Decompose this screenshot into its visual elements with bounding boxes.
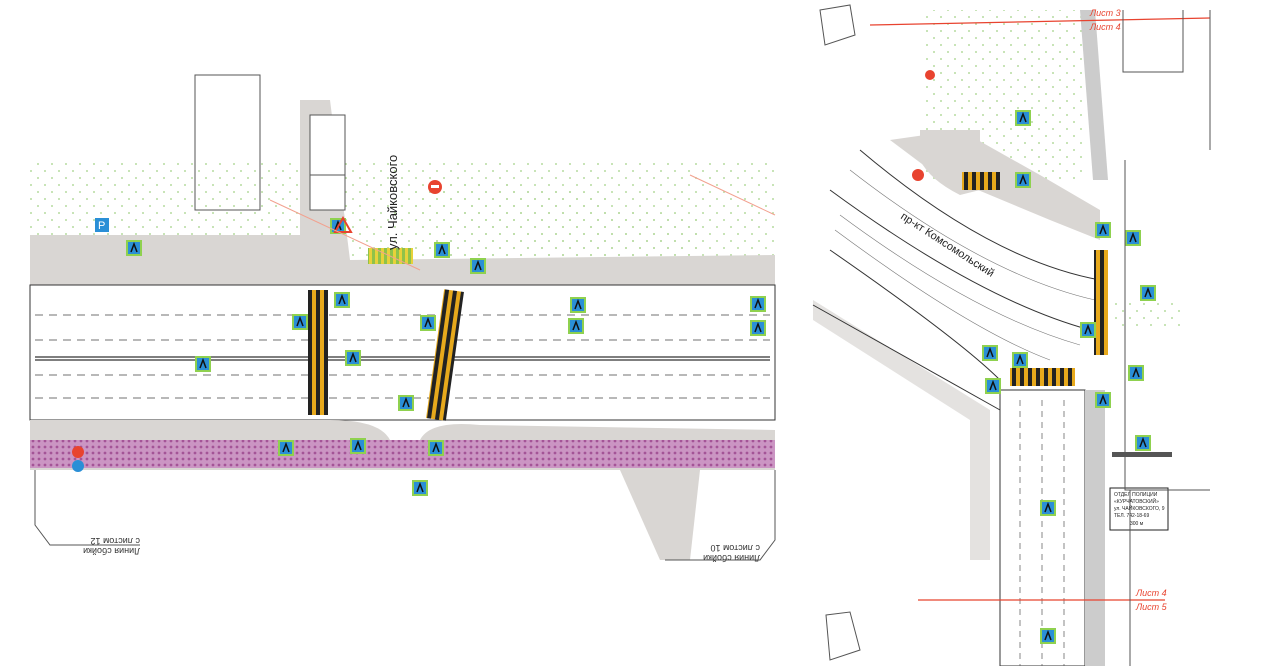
sidewalk-top bbox=[30, 100, 775, 290]
building bbox=[309, 114, 346, 211]
crosswalk-1 bbox=[308, 290, 328, 415]
crosswalk-5 bbox=[1094, 250, 1108, 355]
svg-text:Лист 5: Лист 5 bbox=[1135, 602, 1168, 612]
svg-text:Лист 4: Лист 4 bbox=[1089, 22, 1121, 32]
svg-text:P: P bbox=[98, 220, 105, 232]
svg-text:с листом 12: с листом 12 bbox=[90, 536, 140, 546]
svg-text:300 м: 300 м bbox=[1130, 521, 1144, 527]
svg-text:с листом 10: с листом 10 bbox=[710, 543, 760, 553]
svg-text:ул. ЧАЙКОВСКОГО, 9: ул. ЧАЙКОВСКОГО, 9 bbox=[1114, 504, 1165, 512]
sheet-boundary-top bbox=[869, 17, 1211, 26]
building-outline bbox=[194, 74, 261, 211]
crosswalk-3 bbox=[962, 172, 1000, 190]
left-sheet: P ул. Чайковского Линия сбойки с листом … bbox=[29, 70, 776, 565]
svg-text:Лист 4: Лист 4 bbox=[1135, 588, 1167, 598]
street-name-label: ул. Чайковского bbox=[385, 155, 400, 250]
parking-sign-icon bbox=[95, 218, 109, 232]
svg-text:ТЕЛ. 742-18-69: ТЕЛ. 742-18-69 bbox=[1114, 513, 1149, 519]
right-sheet: Лист 3 Лист 4 Лист 4 Лист 5 пр-кт Комсом… bbox=[812, 4, 1211, 666]
avenue-name-label: пр-кт Комсомольский bbox=[898, 210, 996, 279]
crosswalk-2 bbox=[426, 289, 464, 421]
paved-walkway bbox=[30, 440, 775, 468]
svg-text:Лист 3: Лист 3 bbox=[1089, 8, 1121, 18]
svg-text:ОТДЕЛ ПОЛИЦИИ: ОТДЕЛ ПОЛИЦИИ bbox=[1114, 492, 1158, 498]
crosswalk-4 bbox=[1010, 368, 1075, 386]
join-line-right-label: Линия сбойки с листом 10 bbox=[703, 543, 760, 563]
police-direction-sign: ОТДЕЛ ПОЛИЦИИ «КУРЧАТОВСКИЙ» ул. ЧАЙКОВС… bbox=[1109, 487, 1169, 531]
main-road bbox=[29, 284, 776, 421]
join-line-left-label: Линия сбойки с листом 12 bbox=[83, 536, 140, 556]
warning-triangle-icon bbox=[333, 215, 353, 233]
svg-text:Линия сбойки: Линия сбойки bbox=[83, 546, 140, 556]
svg-text:«КУРЧАТОВСКИЙ»: «КУРЧАТОВСКИЙ» bbox=[1114, 497, 1159, 505]
svg-text:Линия сбойки: Линия сбойки bbox=[703, 553, 760, 563]
